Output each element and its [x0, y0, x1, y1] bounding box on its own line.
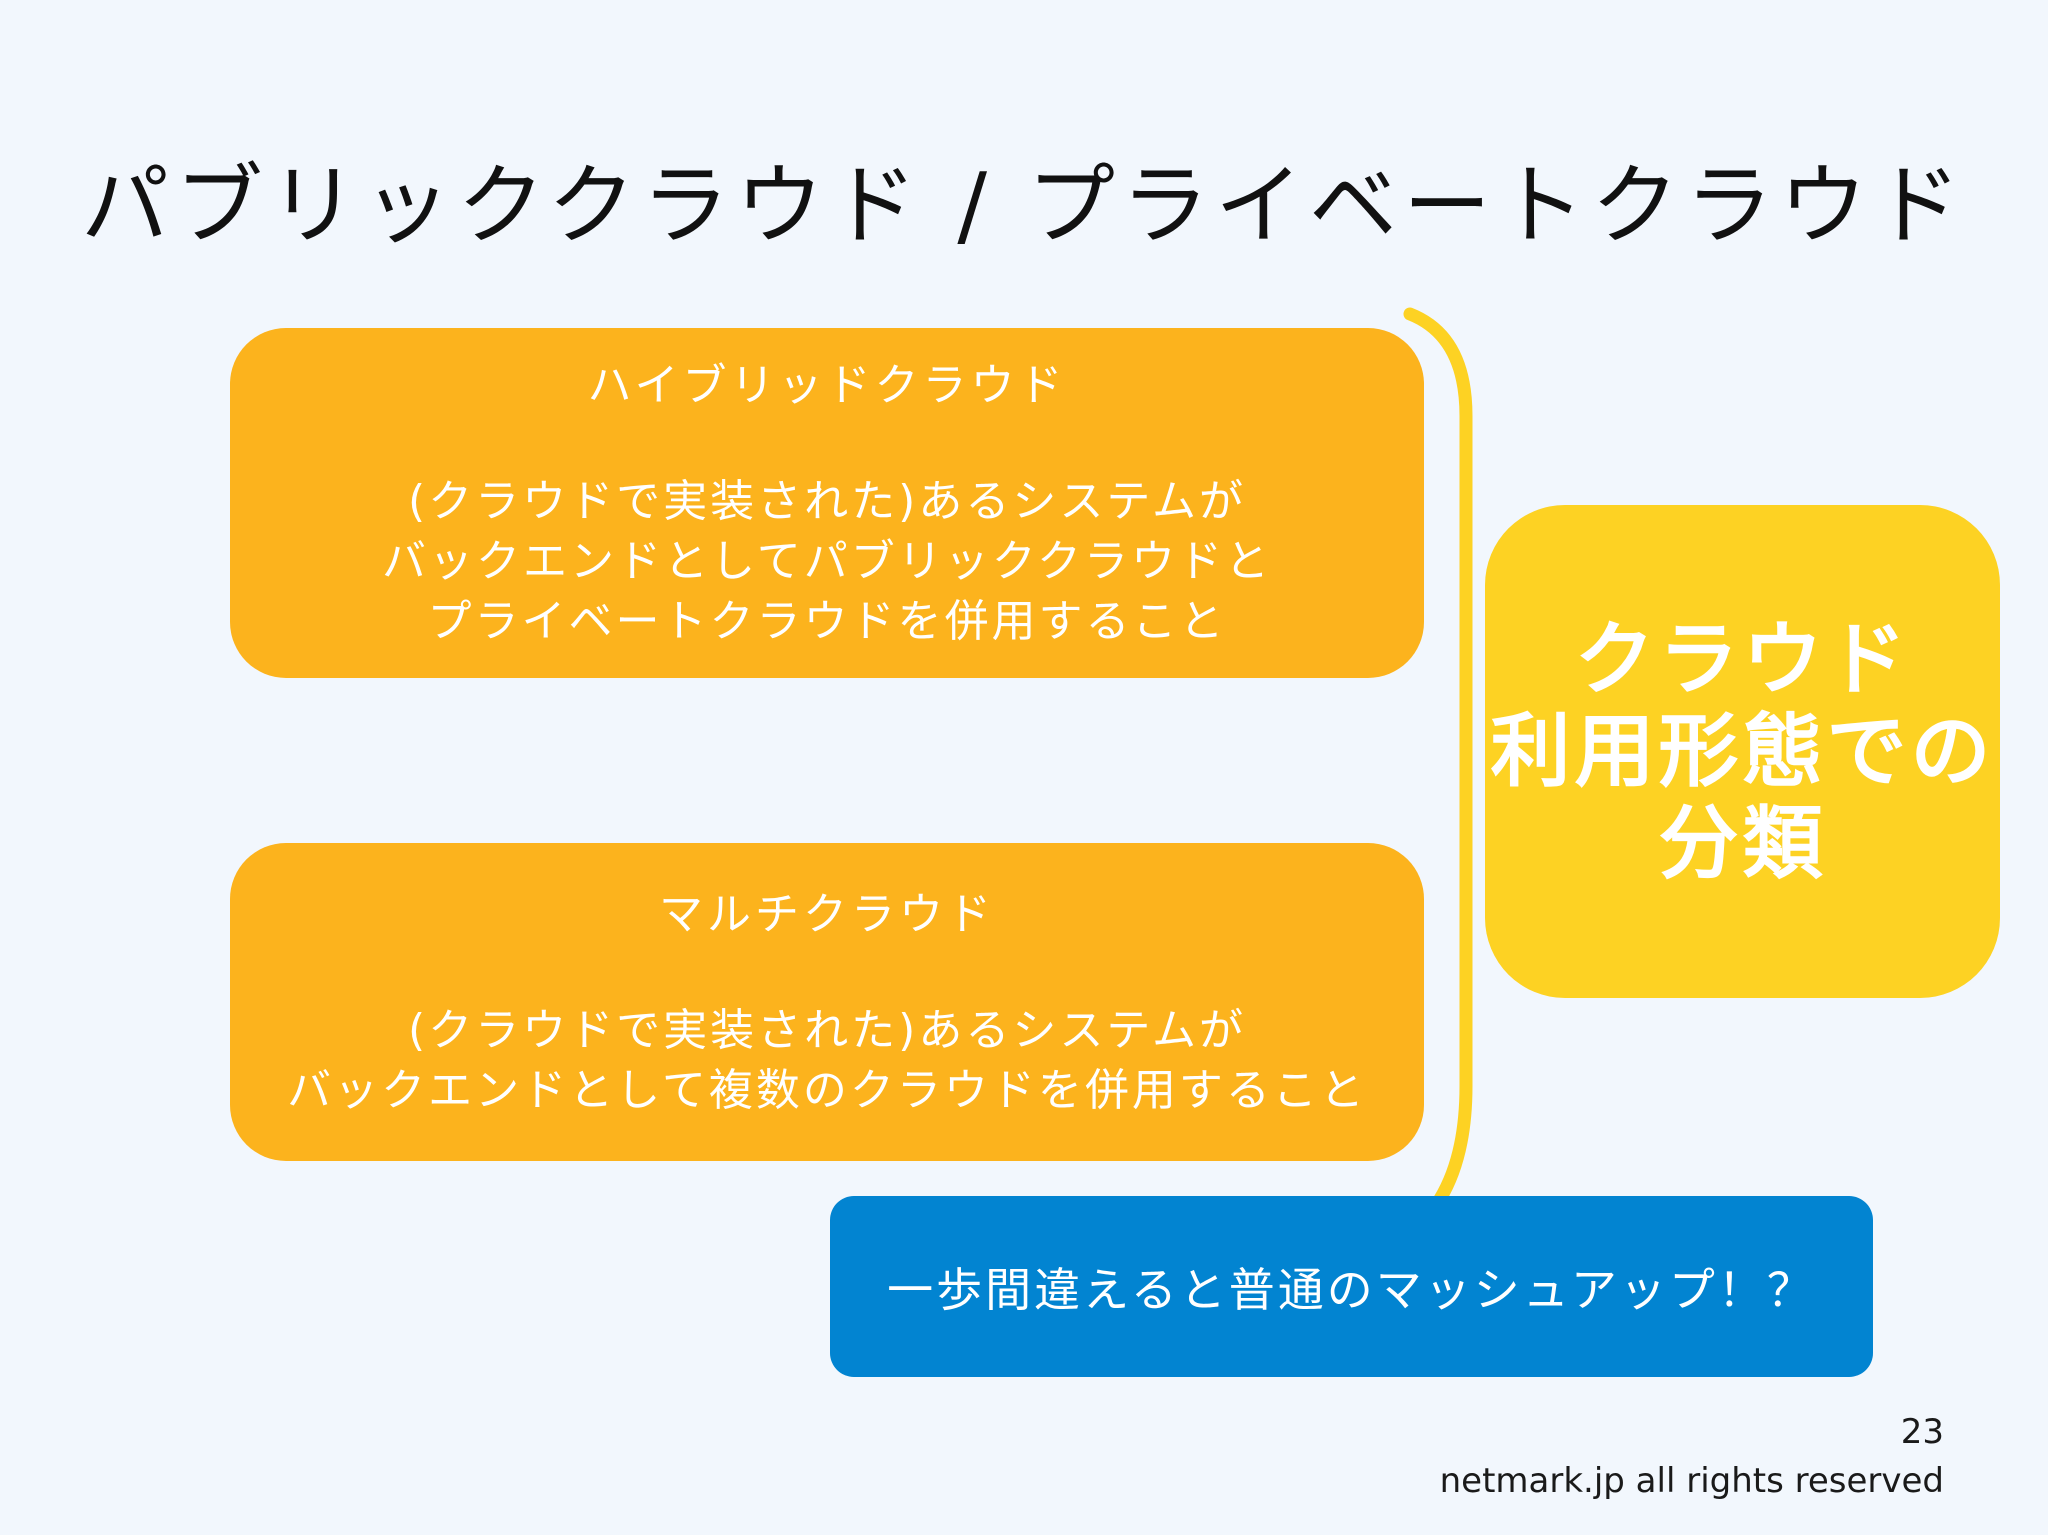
multi-cloud-title: マルチクラウド — [659, 889, 995, 940]
page-number: 23 — [1900, 1412, 1944, 1452]
hybrid-cloud-line: (クラウドで実装された)あるシステムが — [407, 476, 1246, 527]
classification-line: クラウド — [1574, 612, 1911, 706]
grouping-bracket — [1403, 307, 1473, 1206]
hybrid-cloud-description: (クラウドで実装された)あるシステムが バックエンドとしてパブリッククラウドと … — [230, 472, 1424, 652]
multi-cloud-line: バックエンドとして複数のクラウドを併用すること — [287, 1065, 1367, 1116]
mashup-note-box: 一歩間違えると普通のマッシュアップ！？ — [830, 1196, 1873, 1377]
hybrid-cloud-line: プライベートクラウドを併用すること — [427, 596, 1227, 647]
multi-cloud-line: (クラウドで実装された)あるシステムが — [407, 1005, 1246, 1056]
mashup-note-text: 一歩間違えると普通のマッシュアップ！？ — [887, 1262, 1816, 1317]
copyright-footer: netmark.jp all rights reserved — [1439, 1461, 1944, 1501]
slide-title: パブリッククラウド / プライベートクラウド — [80, 154, 1968, 257]
hybrid-cloud-line: バックエンドとしてパブリッククラウドと — [382, 536, 1272, 587]
multi-cloud-description: (クラウドで実装された)あるシステムが バックエンドとして複数のクラウドを併用す… — [230, 1001, 1424, 1121]
classification-line: 利用形態での — [1490, 704, 1995, 798]
classification-line: 分類 — [1658, 796, 1827, 890]
hybrid-cloud-box: ハイブリッドクラウド (クラウドで実装された)あるシステムが バックエンドとして… — [230, 328, 1424, 678]
hybrid-cloud-title: ハイブリッドクラウド — [587, 360, 1067, 411]
multi-cloud-box: マルチクラウド (クラウドで実装された)あるシステムが バックエンドとして複数の… — [230, 843, 1424, 1161]
classification-box: クラウド 利用形態での 分類 — [1485, 505, 2000, 998]
